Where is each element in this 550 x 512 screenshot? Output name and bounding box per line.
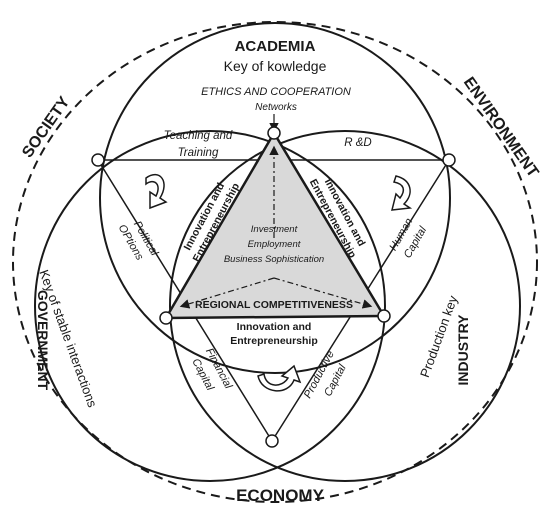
central-triangle (163, 130, 387, 320)
bottom-innovation-label-line2: Entrepreneurship (230, 335, 318, 347)
industry-title: INDUSTRY (455, 314, 471, 386)
regional-competitiveness-label: REGIONAL COMPETITIVENESS (195, 299, 353, 311)
node-left (159, 311, 173, 325)
academia-title: ACADEMIA (235, 38, 316, 55)
node-top (267, 126, 281, 140)
arrow-right (273, 277, 373, 309)
node-upper-left (91, 153, 105, 167)
cycle-arrow-bottom-icon (257, 364, 302, 392)
center-label-employment: Employment (248, 239, 301, 250)
bottom-innovation-label-line1: Innovation and (237, 321, 312, 333)
ethics-label: ETHICS AND COOPERATION (201, 86, 351, 98)
academia-subtitle: Key of kowledge (224, 58, 327, 74)
networks-label: Networks (255, 102, 297, 113)
node-upper-right (442, 153, 456, 167)
government-circle (34, 130, 386, 482)
teaching-label-line1: Teaching and (164, 130, 233, 142)
cycle-arrow-left-icon (145, 173, 168, 210)
center-label-business: Business Sophistication (224, 254, 324, 265)
node-bottom (265, 434, 279, 448)
environment-label: ENVIRONMENT (460, 74, 542, 181)
center-label-investment: Investment (251, 224, 298, 235)
cycle-arrow-right-icon (391, 175, 413, 211)
society-label: SOCIETY (19, 94, 73, 162)
economy-label: ECONOMY (236, 486, 325, 505)
teaching-label-line2: Training (178, 147, 219, 159)
government-title: GOVERNMENT (35, 290, 51, 391)
arrow-left (179, 277, 275, 309)
industry-circle (169, 130, 521, 482)
outer-dashed-boundary (12, 21, 538, 503)
rd-label: R &D (344, 137, 371, 149)
academia-circle (99, 22, 451, 374)
node-right (377, 309, 391, 323)
